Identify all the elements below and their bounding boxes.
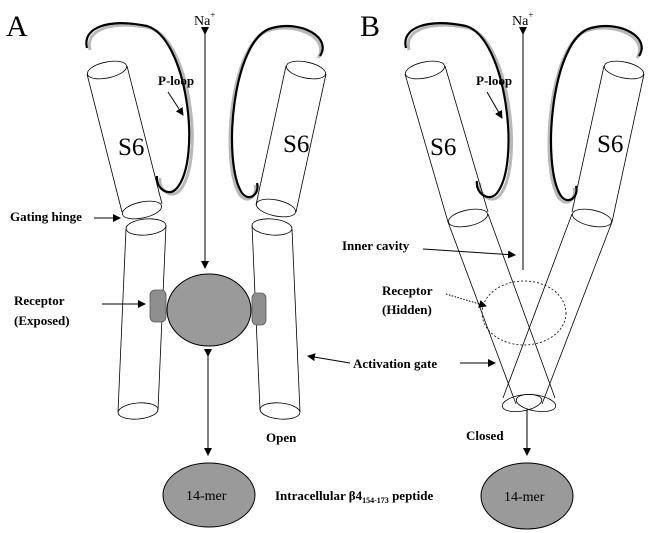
p-loop-arrow-b: [487, 92, 502, 118]
s6-label-right-b: S6: [597, 131, 623, 158]
closed-state-label: Closed: [466, 428, 504, 443]
s6-top-cap-left-a: [86, 58, 128, 82]
s6-top-cap-right-a: [285, 58, 327, 82]
panel-b: B Na+ P-loop S6 S6 Inner cavity Re: [342, 10, 645, 529]
s6-label-right-a: S6: [283, 131, 309, 158]
receptor-arrow-b: [446, 294, 486, 306]
receptor-label-b: Receptor: [382, 283, 433, 298]
p-loop-label-b: P-loop: [476, 73, 512, 88]
s6-hinge-right-b: [571, 206, 613, 230]
s6-hinge-left-a: [121, 198, 163, 222]
receptor-exposed-label: (Exposed): [14, 313, 70, 328]
peptide-blob-label-b: 14-mer: [504, 490, 545, 505]
panel-a-label: A: [6, 10, 28, 43]
s6-lower-bottom-left-a: [117, 401, 158, 420]
activation-gate-arrow-left: [308, 356, 350, 363]
receptor-site-right-a: [252, 293, 266, 325]
p-loop-right-a: [232, 26, 323, 197]
s6-hinge-right-a: [255, 196, 297, 220]
p-loop-label-a: P-loop: [158, 73, 194, 88]
shared-annotations: Activation gate Intracellular β4154-173 …: [275, 356, 495, 505]
s6-label-left-b: S6: [430, 134, 456, 161]
s6-top-cap-left-b: [404, 58, 446, 82]
panel-b-label: B: [360, 10, 380, 43]
receptor-label-a: Receptor: [14, 293, 65, 308]
receptor-site-left-a: [150, 290, 166, 322]
na-label-a: Na+: [194, 10, 215, 29]
bound-peptide-blob-a: [167, 274, 251, 346]
na-label-b: Na+: [512, 10, 533, 29]
open-state-label: Open: [266, 430, 297, 445]
s6-lower-top-right-a: [251, 217, 292, 236]
p-loop-shadow-right-b: [549, 28, 640, 202]
gating-hinge-label: Gating hinge: [10, 209, 82, 224]
panel-a: A Na+ P-loop S6 S6 Gating hinge: [6, 10, 327, 527]
s6-top-cap-right-b: [603, 58, 645, 82]
p-loop-shadow-left-a: [89, 25, 192, 194]
s6-lower-top-left-a: [125, 217, 166, 236]
p-loop-shadow-left-b: [408, 25, 511, 199]
inner-cavity-label: Inner cavity: [342, 238, 410, 253]
p-loop-left-b: [405, 23, 508, 197]
activation-gate-label: Activation gate: [353, 356, 437, 371]
s6-label-left-a: S6: [118, 134, 144, 161]
p-loop-arrow-a: [168, 92, 183, 115]
peptide-blob-label-a: 14-mer: [186, 489, 227, 504]
p-loop-right-b: [551, 26, 642, 200]
s6-lower-bottom-right-a: [259, 401, 300, 420]
peptide-title: Intracellular β4154-173 peptide: [275, 488, 433, 505]
s6-hinge-left-b: [447, 206, 489, 230]
receptor-hidden-label: (Hidden): [382, 302, 432, 317]
